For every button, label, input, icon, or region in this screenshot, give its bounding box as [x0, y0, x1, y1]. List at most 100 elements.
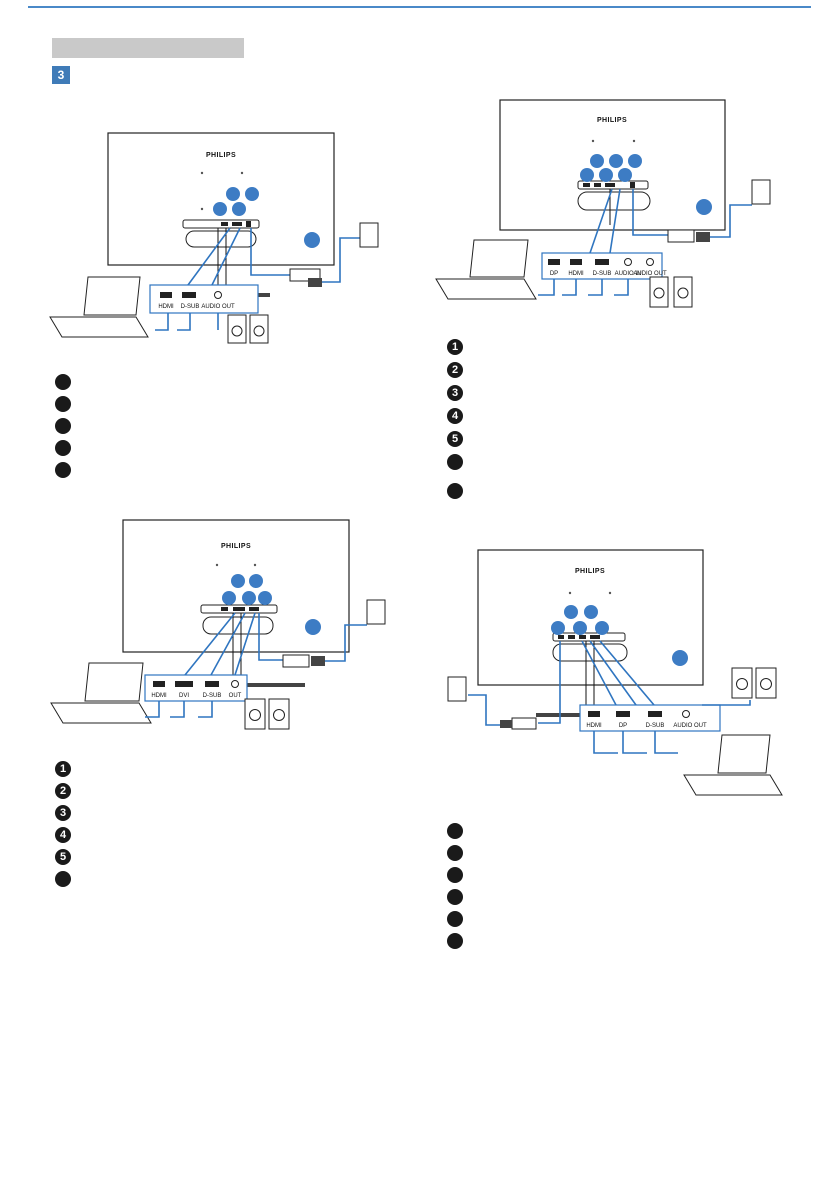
laptop-base — [50, 702, 152, 724]
callout-3 — [551, 621, 565, 635]
port-label-dvi: DVI — [179, 693, 189, 699]
monitor-rear-diagram: PHILIPS HDMI D-SUB AUDIO OUT — [49, 132, 379, 344]
port-label-hdmi: HDMI — [586, 723, 602, 729]
laptop-base — [49, 316, 149, 338]
legend-badge — [55, 418, 71, 434]
callout-3 — [628, 154, 642, 168]
connection-diagram-d: PHILIPS HDMI DP D-SUB AUDIO OUT — [440, 545, 790, 800]
power-adapter — [511, 717, 537, 730]
port-label-dp: DP — [550, 271, 558, 277]
legend-badge — [447, 911, 463, 927]
connection-diagram-a: PHILIPS HDMI D-SUB AUDIO OUT — [40, 125, 390, 355]
legend-badge — [55, 374, 71, 390]
port-label-dsub: D-SUB — [181, 304, 200, 310]
port-label-dsub: D-SUB — [646, 723, 665, 729]
monitor-rear-diagram: PHILIPS HDMI DP D-SUB AUDIO OUT — [447, 549, 783, 796]
port-label-audio-out: AUDIO OUT — [673, 723, 707, 729]
legend-badge: 3 — [447, 385, 463, 401]
legend-badge — [55, 871, 71, 887]
port-label-audio-in: AUDIO IN — [615, 271, 642, 277]
callout-1 — [564, 605, 578, 619]
port-label-audio-out: AUDIO OUT — [633, 271, 667, 277]
legend-badge: 4 — [55, 827, 71, 843]
wall-outlet — [447, 676, 467, 702]
power-adapter — [282, 654, 310, 668]
callout-1 — [226, 187, 240, 201]
wall-outlet — [359, 222, 379, 248]
connection-diagram-c: PHILIPS HDMI DVI D-SUB OUT — [45, 515, 395, 735]
section-header-band — [52, 38, 244, 58]
callout-3 — [222, 591, 236, 605]
port-label-dsub: D-SUB — [593, 271, 612, 277]
callout-5 — [599, 168, 613, 182]
legend-badge: 3 — [55, 805, 71, 821]
legend-badge — [447, 889, 463, 905]
callout-4 — [242, 591, 256, 605]
callout-4 — [573, 621, 587, 635]
callout-5 — [258, 591, 272, 605]
wall-outlet — [366, 599, 386, 625]
legend-badge — [447, 454, 463, 470]
stand-base — [225, 683, 305, 687]
power-adapter — [667, 229, 695, 243]
legend-badge: 1 — [447, 339, 463, 355]
laptop-screen — [717, 734, 771, 774]
callout-4 — [232, 202, 246, 216]
legend-badge — [55, 440, 71, 456]
callout-2 — [609, 154, 623, 168]
laptop-base — [435, 278, 537, 300]
port-label-out: OUT — [229, 693, 242, 699]
legend-badge: 4 — [447, 408, 463, 424]
legend-badge — [447, 483, 463, 499]
port-label-hdmi: HDMI — [158, 304, 174, 310]
stand-neck — [552, 643, 628, 662]
legend-badge — [55, 462, 71, 478]
port-label-dsub: D-SUB — [203, 693, 222, 699]
brand-logo: PHILIPS — [575, 568, 605, 575]
callout-2 — [584, 605, 598, 619]
port-panel — [144, 674, 248, 702]
callout-6 — [305, 619, 321, 635]
port-panel — [541, 252, 663, 280]
monitor-rear-diagram: PHILIPS HDMI DVI D-SUB OUT — [50, 519, 386, 730]
top-rule — [28, 6, 811, 8]
callout-5 — [595, 621, 609, 635]
laptop-screen — [84, 662, 144, 702]
laptop-screen — [83, 276, 141, 316]
legend-badge: 1 — [55, 761, 71, 777]
legend-badge: 2 — [447, 362, 463, 378]
monitor-rear-diagram: PHILIPS DP HDMI D-SUB AUDIO IN AUDIO OUT — [435, 99, 771, 308]
callout-7 — [696, 199, 712, 215]
port-panel — [149, 284, 259, 314]
legend-badge: 2 — [55, 783, 71, 799]
callout-1 — [590, 154, 604, 168]
brand-logo: PHILIPS — [221, 543, 251, 550]
port-label-dp: DP — [619, 723, 627, 729]
callout-6 — [672, 650, 688, 666]
legend-badge — [447, 845, 463, 861]
brand-logo: PHILIPS — [206, 152, 236, 159]
port-label-hdmi: HDMI — [151, 693, 167, 699]
step-number-badge: 3 — [52, 66, 70, 84]
wall-outlet — [751, 179, 771, 205]
callout-5 — [304, 232, 320, 248]
laptop-base — [683, 774, 783, 796]
callout-4 — [580, 168, 594, 182]
port-label-hdmi: HDMI — [568, 271, 584, 277]
port-panel — [579, 704, 721, 732]
legend-badge: 5 — [55, 849, 71, 865]
laptop-screen — [469, 239, 529, 278]
stand-base — [536, 713, 606, 717]
connection-diagram-b: PHILIPS DP HDMI D-SUB AUDIO IN AUDIO OUT — [430, 95, 790, 315]
callout-6 — [618, 168, 632, 182]
callout-3 — [213, 202, 227, 216]
callout-2 — [249, 574, 263, 588]
legend-badge: 5 — [447, 431, 463, 447]
stand-neck — [577, 191, 651, 211]
legend-badge — [447, 867, 463, 883]
legend-badge — [55, 396, 71, 412]
callout-2 — [245, 187, 259, 201]
legend-badge — [447, 933, 463, 949]
brand-logo: PHILIPS — [597, 117, 627, 124]
legend-badge — [447, 823, 463, 839]
